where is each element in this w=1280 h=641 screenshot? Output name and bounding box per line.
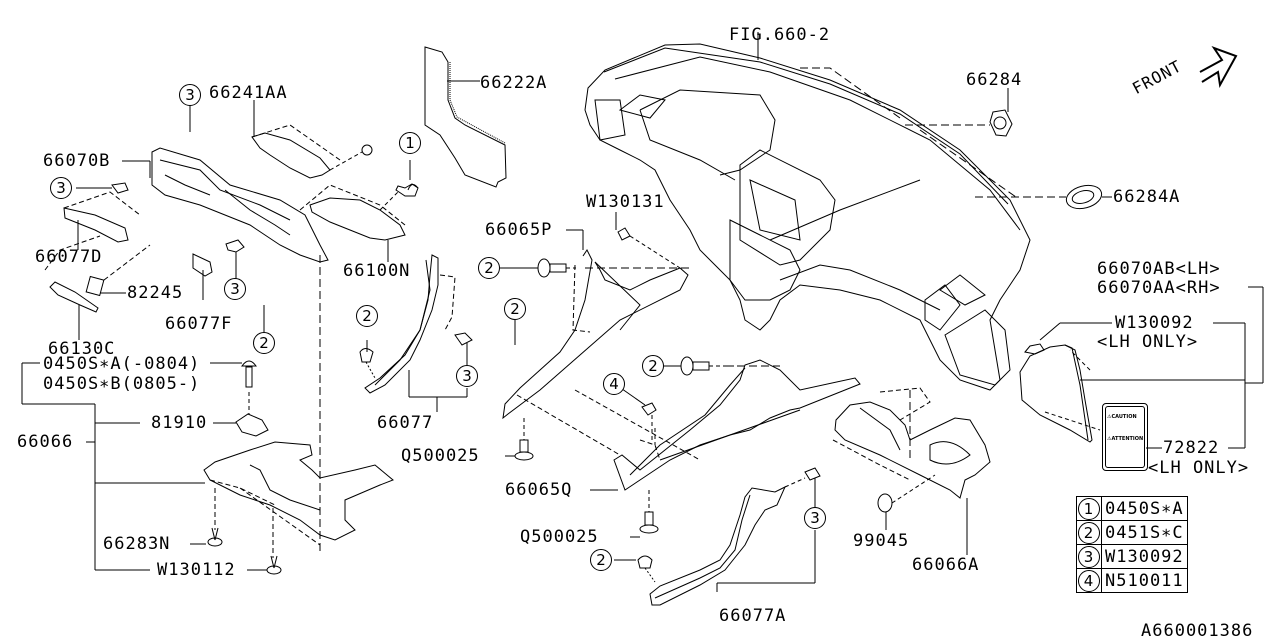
legend-callout-1: 1 — [1078, 497, 1100, 520]
front-arrow-icon — [1199, 46, 1238, 89]
part-81910 — [235, 413, 269, 437]
callout-4[interactable]: 4 — [603, 373, 625, 395]
part-66284 — [989, 109, 1013, 137]
legend-callout-2: 2 — [1078, 521, 1100, 544]
legend-callout-4: 4 — [1078, 569, 1100, 592]
caution-text: ⚠CAUTION — [1107, 414, 1137, 420]
callout-1[interactable]: 1 — [399, 132, 421, 154]
part-66130C — [49, 281, 99, 313]
label-66077[interactable]: 66077 — [377, 413, 434, 433]
label-72822[interactable]: 72822 — [1163, 438, 1220, 458]
part-66100N — [309, 197, 406, 241]
label-66066[interactable]: 66066 — [17, 432, 74, 452]
legend-callout-3: 3 — [1078, 545, 1100, 568]
label-72822-note: <LH ONLY> — [1148, 458, 1250, 478]
leader-lines — [21, 32, 1264, 592]
label-66077F[interactable]: 66077F — [165, 314, 233, 334]
label-Q500025-upper[interactable]: Q500025 — [401, 446, 480, 466]
label-66070B[interactable]: 66070B — [43, 151, 111, 171]
label-99045[interactable]: 99045 — [853, 531, 910, 551]
label-66066A[interactable]: 66066A — [912, 555, 980, 575]
part-66284A — [1065, 184, 1103, 210]
part-66077D — [63, 207, 129, 243]
legend-row: 3 W130092 — [1076, 544, 1188, 569]
label-66130C[interactable]: 66130C — [48, 339, 116, 359]
callout-3[interactable]: 3 — [804, 507, 826, 529]
label-W130092[interactable]: W130092 — [1115, 313, 1194, 333]
callout-3[interactable]: 3 — [456, 365, 478, 387]
label-66100N[interactable]: 66100N — [343, 261, 411, 281]
legend-part[interactable]: 0451S∗C — [1101, 520, 1188, 545]
legend-row: 4 N510011 — [1076, 568, 1188, 593]
label-66283N[interactable]: 66283N — [103, 534, 171, 554]
legend-part[interactable]: W130092 — [1101, 544, 1188, 569]
part-66077F — [192, 253, 213, 277]
label-81910[interactable]: 81910 — [151, 413, 208, 433]
part-66065P — [502, 249, 689, 420]
instrument-panel-body — [584, 43, 1031, 391]
label-66065Q[interactable]: 66065Q — [505, 480, 573, 500]
label-66070AB[interactable]: 66070AB<LH> — [1097, 259, 1221, 279]
label-0450SA[interactable]: 0450S∗A(-0804) — [43, 354, 201, 374]
label-Q500025-lower[interactable]: Q500025 — [520, 527, 599, 547]
callout-3[interactable]: 3 — [50, 177, 72, 199]
part-66241AA — [251, 132, 331, 179]
callout-2[interactable]: 2 — [642, 355, 664, 377]
callout-3[interactable]: 3 — [179, 84, 201, 106]
label-66284[interactable]: 66284 — [966, 70, 1023, 90]
label-66070AA[interactable]: 66070AA<RH> — [1097, 278, 1221, 298]
label-66222A[interactable]: 66222A — [480, 73, 548, 93]
label-66241AA[interactable]: 66241AA — [209, 83, 288, 103]
label-drawing-number: A660001386 — [1141, 621, 1254, 641]
callout-2[interactable]: 2 — [478, 257, 500, 279]
label-W130112[interactable]: W130112 — [157, 560, 236, 580]
callout-2[interactable]: 2 — [504, 298, 526, 320]
caution-label-frame — [1105, 406, 1145, 468]
part-66066A — [834, 401, 991, 499]
attention-text: ⚠ATTENTION — [1107, 436, 1144, 442]
caution-label-72822: ⚠CAUTION ⚠ATTENTION — [1102, 403, 1148, 471]
part-66222A — [424, 46, 507, 188]
label-W130131[interactable]: W130131 — [586, 192, 665, 212]
fastener-legend: 1 0450S∗A 2 0451S∗C 3 W130092 4 N510011 — [1076, 496, 1188, 593]
legend-row: 1 0450S∗A — [1076, 496, 1188, 521]
part-66066 — [203, 441, 394, 541]
label-82245[interactable]: 82245 — [127, 283, 184, 303]
part-66070B — [151, 147, 329, 263]
legend-part[interactable]: N510011 — [1101, 568, 1188, 593]
callout-2[interactable]: 2 — [590, 549, 612, 571]
label-66284A[interactable]: 66284A — [1113, 187, 1181, 207]
label-0450SB[interactable]: 0450S∗B(0805-) — [43, 374, 201, 394]
label-66077A[interactable]: 66077A — [719, 606, 787, 626]
label-66077D[interactable]: 66077D — [35, 247, 103, 267]
callout-2[interactable]: 2 — [253, 332, 275, 354]
label-W130092-note: <LH ONLY> — [1097, 332, 1199, 352]
callout-3[interactable]: 3 — [224, 278, 246, 300]
legend-row: 2 0451S∗C — [1076, 520, 1188, 545]
part-66070AB — [1019, 344, 1093, 443]
part-66065Q — [613, 359, 861, 491]
label-66065P[interactable]: 66065P — [485, 220, 553, 240]
legend-part[interactable]: 0450S∗A — [1101, 496, 1188, 521]
label-figure-ref: FIG.660-2 — [729, 25, 831, 45]
callout-2[interactable]: 2 — [356, 305, 378, 327]
